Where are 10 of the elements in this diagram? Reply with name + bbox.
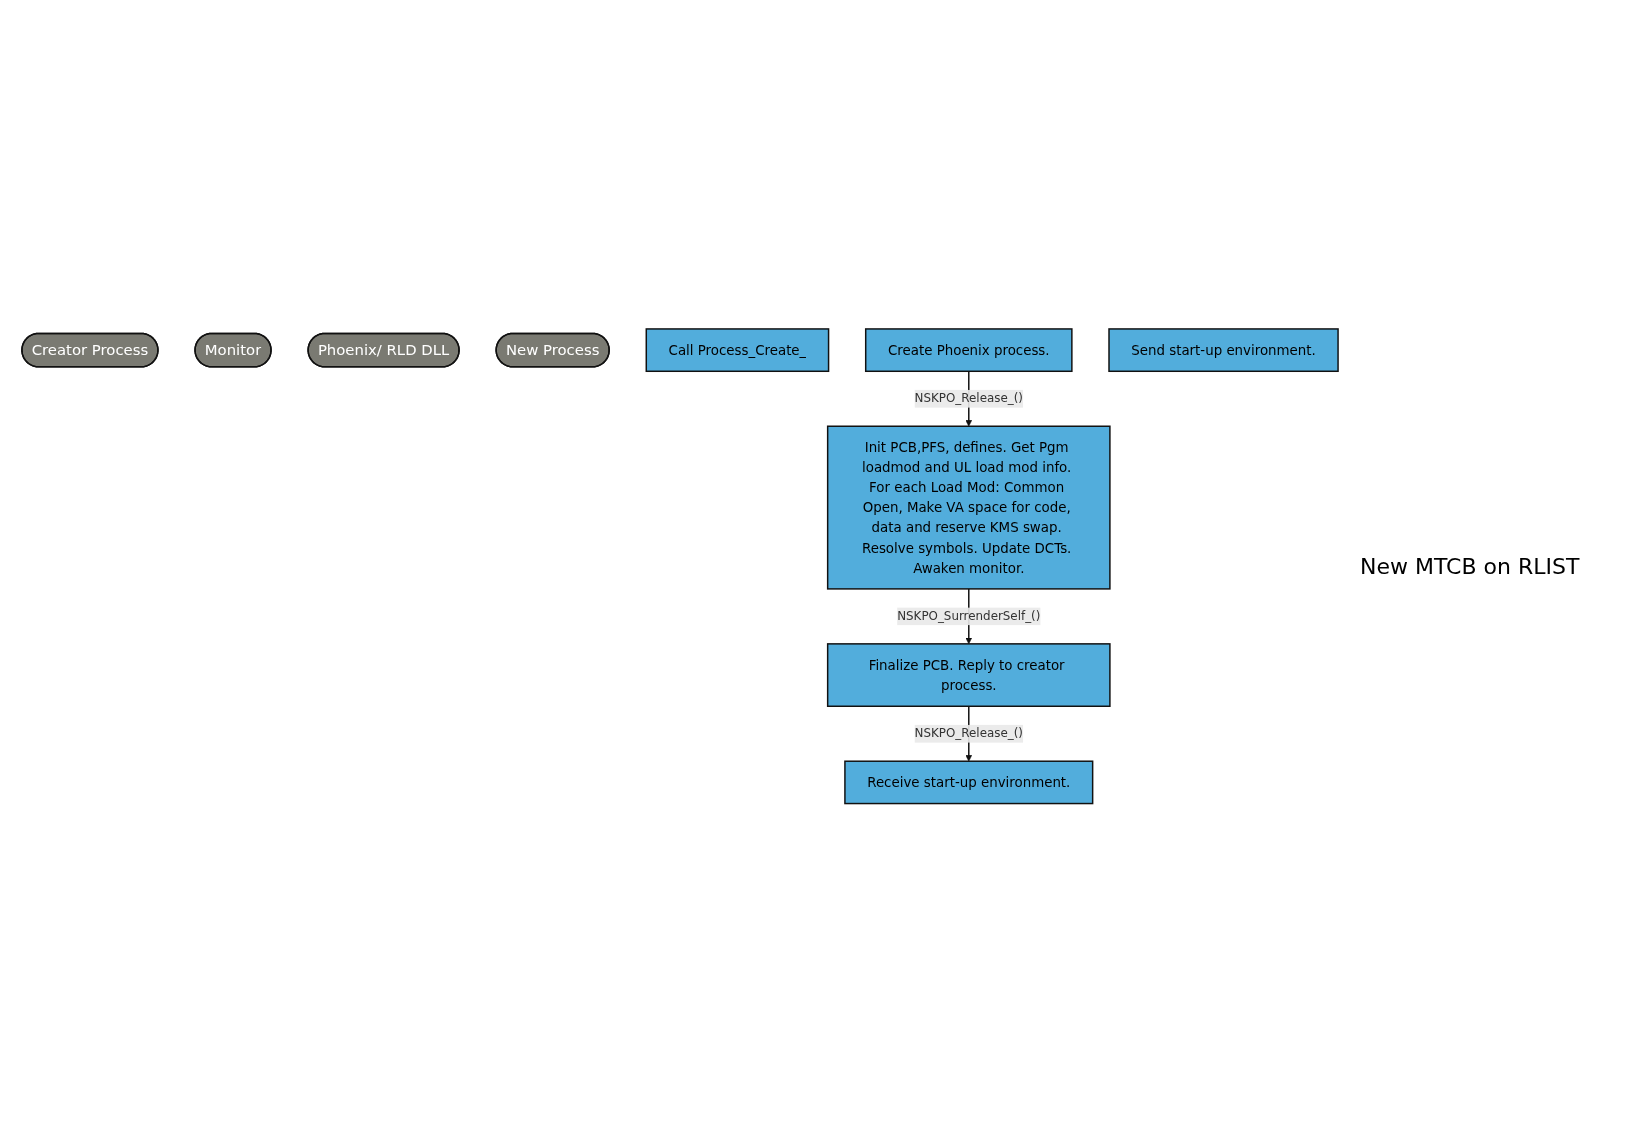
edge-label: NSKPO_Release_() [914,726,1023,741]
node-box: Create Phoenix process. [864,328,1073,373]
node-box: Receive start-up environment. [844,760,1094,805]
edge-label: NSKPO_Release_() [914,391,1023,406]
note-text: New MTCB on RLIST [1360,554,1581,579]
node-box: Init PCB,PFS, defines. Get Pgm loadmod and UL load mod info. For each Load Mod: Common Open, Make VA space for code, data and reserve KMS swap. Resolve symbols. Update DCTs. Awaken monitor. [826,425,1111,590]
node-box: Call Process_Create_ [645,328,830,373]
node-box: Finalize PCB. Reply to creator process. [826,643,1111,708]
node-box: Send start-up environment. [1108,328,1339,373]
edge-label: NSKPO_SurrenderSelf_() [897,609,1041,624]
